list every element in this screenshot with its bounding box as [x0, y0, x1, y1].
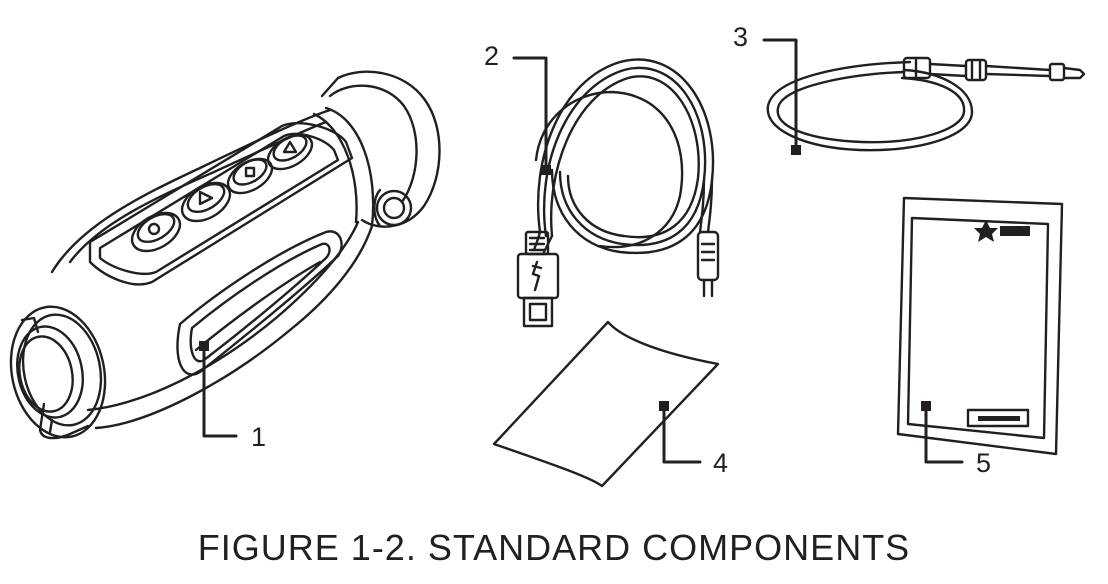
callout-marker-2	[541, 165, 551, 175]
callout-number-5: 5	[976, 448, 992, 478]
callout-leader-5	[924, 404, 964, 464]
lanyard-illustration	[766, 56, 1086, 152]
callout-number-2: 2	[484, 41, 500, 71]
manual-illustration	[896, 196, 1064, 456]
callout-leader-3	[762, 38, 798, 152]
callout-number-3: 3	[733, 22, 749, 52]
lens-cloth-illustration	[492, 320, 720, 488]
callout-marker-1	[199, 341, 209, 351]
callout-number-1: 1	[251, 422, 267, 452]
callout-leader-1	[202, 344, 238, 438]
callout-marker-5	[921, 401, 931, 411]
callout-number-4: 4	[713, 448, 729, 478]
callout-marker-3	[791, 145, 801, 155]
monocular-illustration	[9, 70, 441, 440]
callout-leader-4	[662, 404, 702, 464]
usb-cable-illustration	[516, 58, 720, 328]
callout-markers	[199, 145, 931, 411]
figure-caption: FIGURE 1-2. STANDARD COMPONENTS	[197, 527, 911, 568]
callout-leader-2	[512, 56, 548, 172]
callout-leaders	[202, 38, 964, 464]
callout-marker-4	[659, 401, 669, 411]
